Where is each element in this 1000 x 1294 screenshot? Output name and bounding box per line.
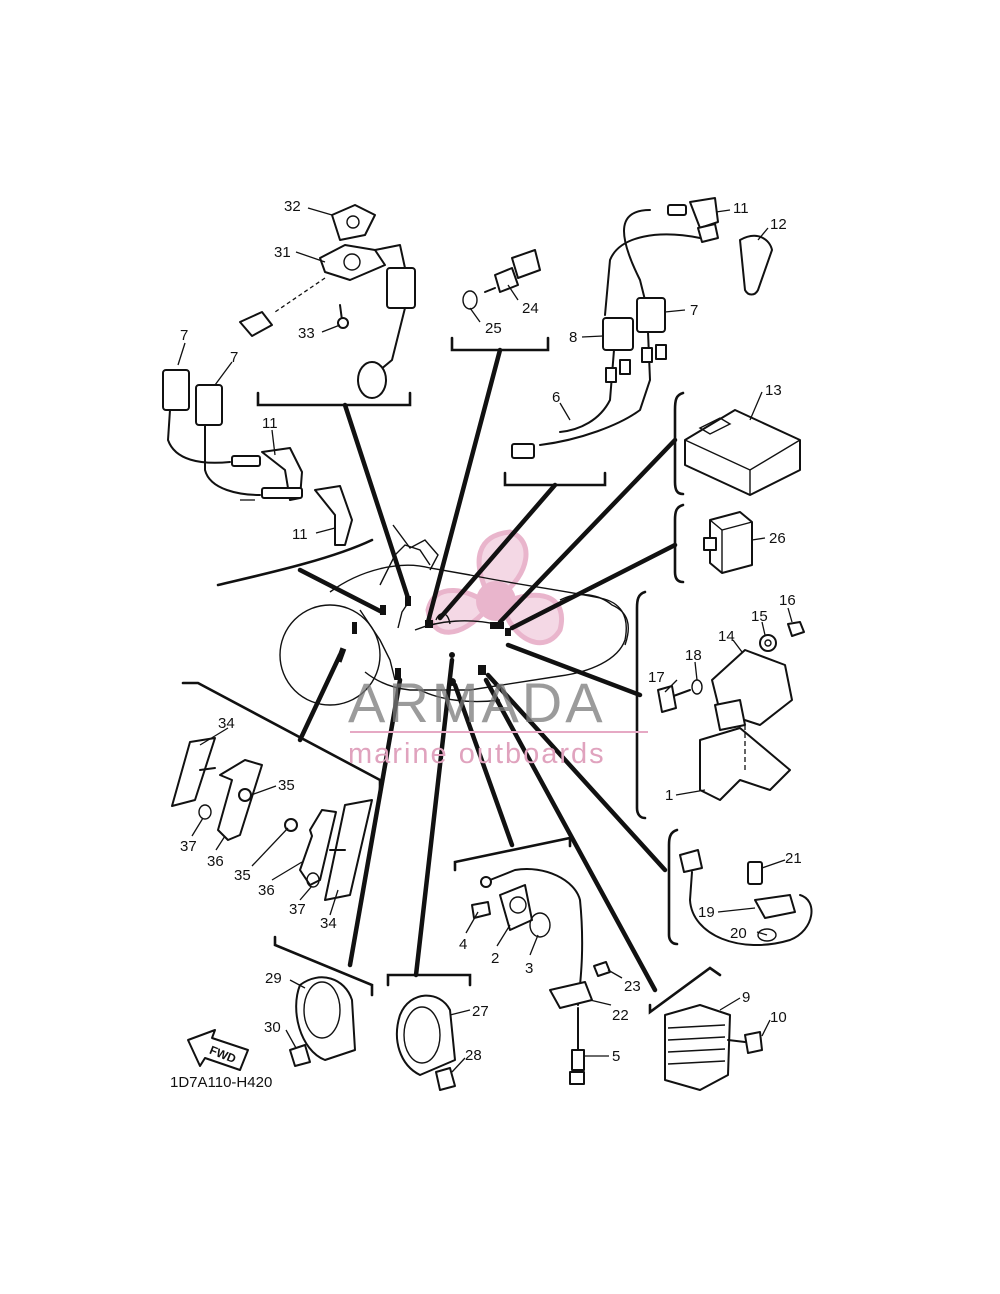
relay-group bbox=[703, 511, 753, 574]
fwd-arrow-icon: FWD bbox=[187, 1029, 249, 1071]
callout-14: 14 bbox=[718, 628, 735, 645]
callout-1: 1 bbox=[665, 787, 673, 804]
callout-2: 2 bbox=[491, 950, 499, 967]
callout-34: 34 bbox=[218, 715, 235, 732]
callout-21: 21 bbox=[785, 850, 802, 867]
watermark-tagline: marine outboards bbox=[348, 738, 606, 770]
callout-13: 13 bbox=[765, 382, 782, 399]
callout-32: 32 bbox=[284, 198, 301, 215]
callout-19: 19 bbox=[698, 904, 715, 921]
callout-4: 4 bbox=[459, 936, 467, 953]
callout-17: 17 bbox=[648, 669, 665, 686]
ignition-coil-group-right bbox=[511, 197, 773, 459]
callout-7: 7 bbox=[180, 327, 188, 344]
sensor-24-group bbox=[462, 249, 541, 310]
callout-30: 30 bbox=[264, 1019, 281, 1036]
callout-12: 12 bbox=[770, 216, 787, 233]
callout-36: 36 bbox=[207, 853, 224, 870]
diagram-code: 1D7A110-H420 bbox=[170, 1074, 272, 1091]
callout-7: 7 bbox=[690, 302, 698, 319]
ignition-coil-group-left bbox=[162, 369, 353, 546]
horn-group-right bbox=[395, 994, 456, 1091]
callout-28: 28 bbox=[465, 1047, 482, 1064]
callout-numbers: 1 2 3 4 5 6 7 7 7 8 9 10 11 11 11 12 13 … bbox=[180, 198, 802, 1065]
lean-angle-sensor-group bbox=[657, 621, 805, 801]
callout-9: 9 bbox=[742, 989, 750, 1006]
callout-22: 22 bbox=[612, 1007, 629, 1024]
group-brackets bbox=[181, 336, 722, 1015]
callout-20: 20 bbox=[730, 925, 747, 942]
callout-35: 35 bbox=[234, 867, 251, 884]
speed-sensor-group bbox=[679, 849, 813, 946]
horn-group-left bbox=[289, 976, 356, 1067]
callout-36: 36 bbox=[258, 882, 275, 899]
callout-3: 3 bbox=[525, 960, 533, 977]
callout-5: 5 bbox=[612, 1048, 620, 1065]
callout-11: 11 bbox=[262, 415, 278, 432]
callout-37: 37 bbox=[180, 838, 197, 855]
callout-37: 37 bbox=[289, 901, 306, 918]
callout-33: 33 bbox=[298, 325, 315, 342]
callout-11: 11 bbox=[292, 526, 308, 543]
callout-leader-lines bbox=[177, 207, 793, 1073]
callout-35: 35 bbox=[278, 777, 295, 794]
callout-18: 18 bbox=[685, 647, 702, 664]
callout-31: 31 bbox=[274, 244, 291, 261]
callout-34: 34 bbox=[320, 915, 337, 932]
crank-sensor-group bbox=[471, 868, 611, 1085]
callout-24: 24 bbox=[522, 300, 539, 317]
callout-7: 7 bbox=[230, 349, 238, 366]
callout-15: 15 bbox=[751, 608, 768, 625]
callout-26: 26 bbox=[769, 530, 786, 547]
ecu-group bbox=[684, 409, 801, 496]
callout-27: 27 bbox=[472, 1003, 489, 1020]
watermark-brand: ARMADA bbox=[348, 671, 606, 734]
rectifier-regulator-group bbox=[664, 1004, 763, 1091]
callout-11: 11 bbox=[733, 200, 749, 217]
callout-10: 10 bbox=[770, 1009, 787, 1026]
callout-8: 8 bbox=[569, 329, 577, 346]
callout-23: 23 bbox=[624, 978, 641, 995]
callout-16: 16 bbox=[779, 592, 796, 609]
callout-6: 6 bbox=[552, 389, 560, 406]
fuel-sender-group bbox=[239, 204, 416, 399]
callout-25: 25 bbox=[485, 320, 502, 337]
group-leader-lines bbox=[297, 347, 678, 993]
callout-29: 29 bbox=[265, 970, 282, 987]
